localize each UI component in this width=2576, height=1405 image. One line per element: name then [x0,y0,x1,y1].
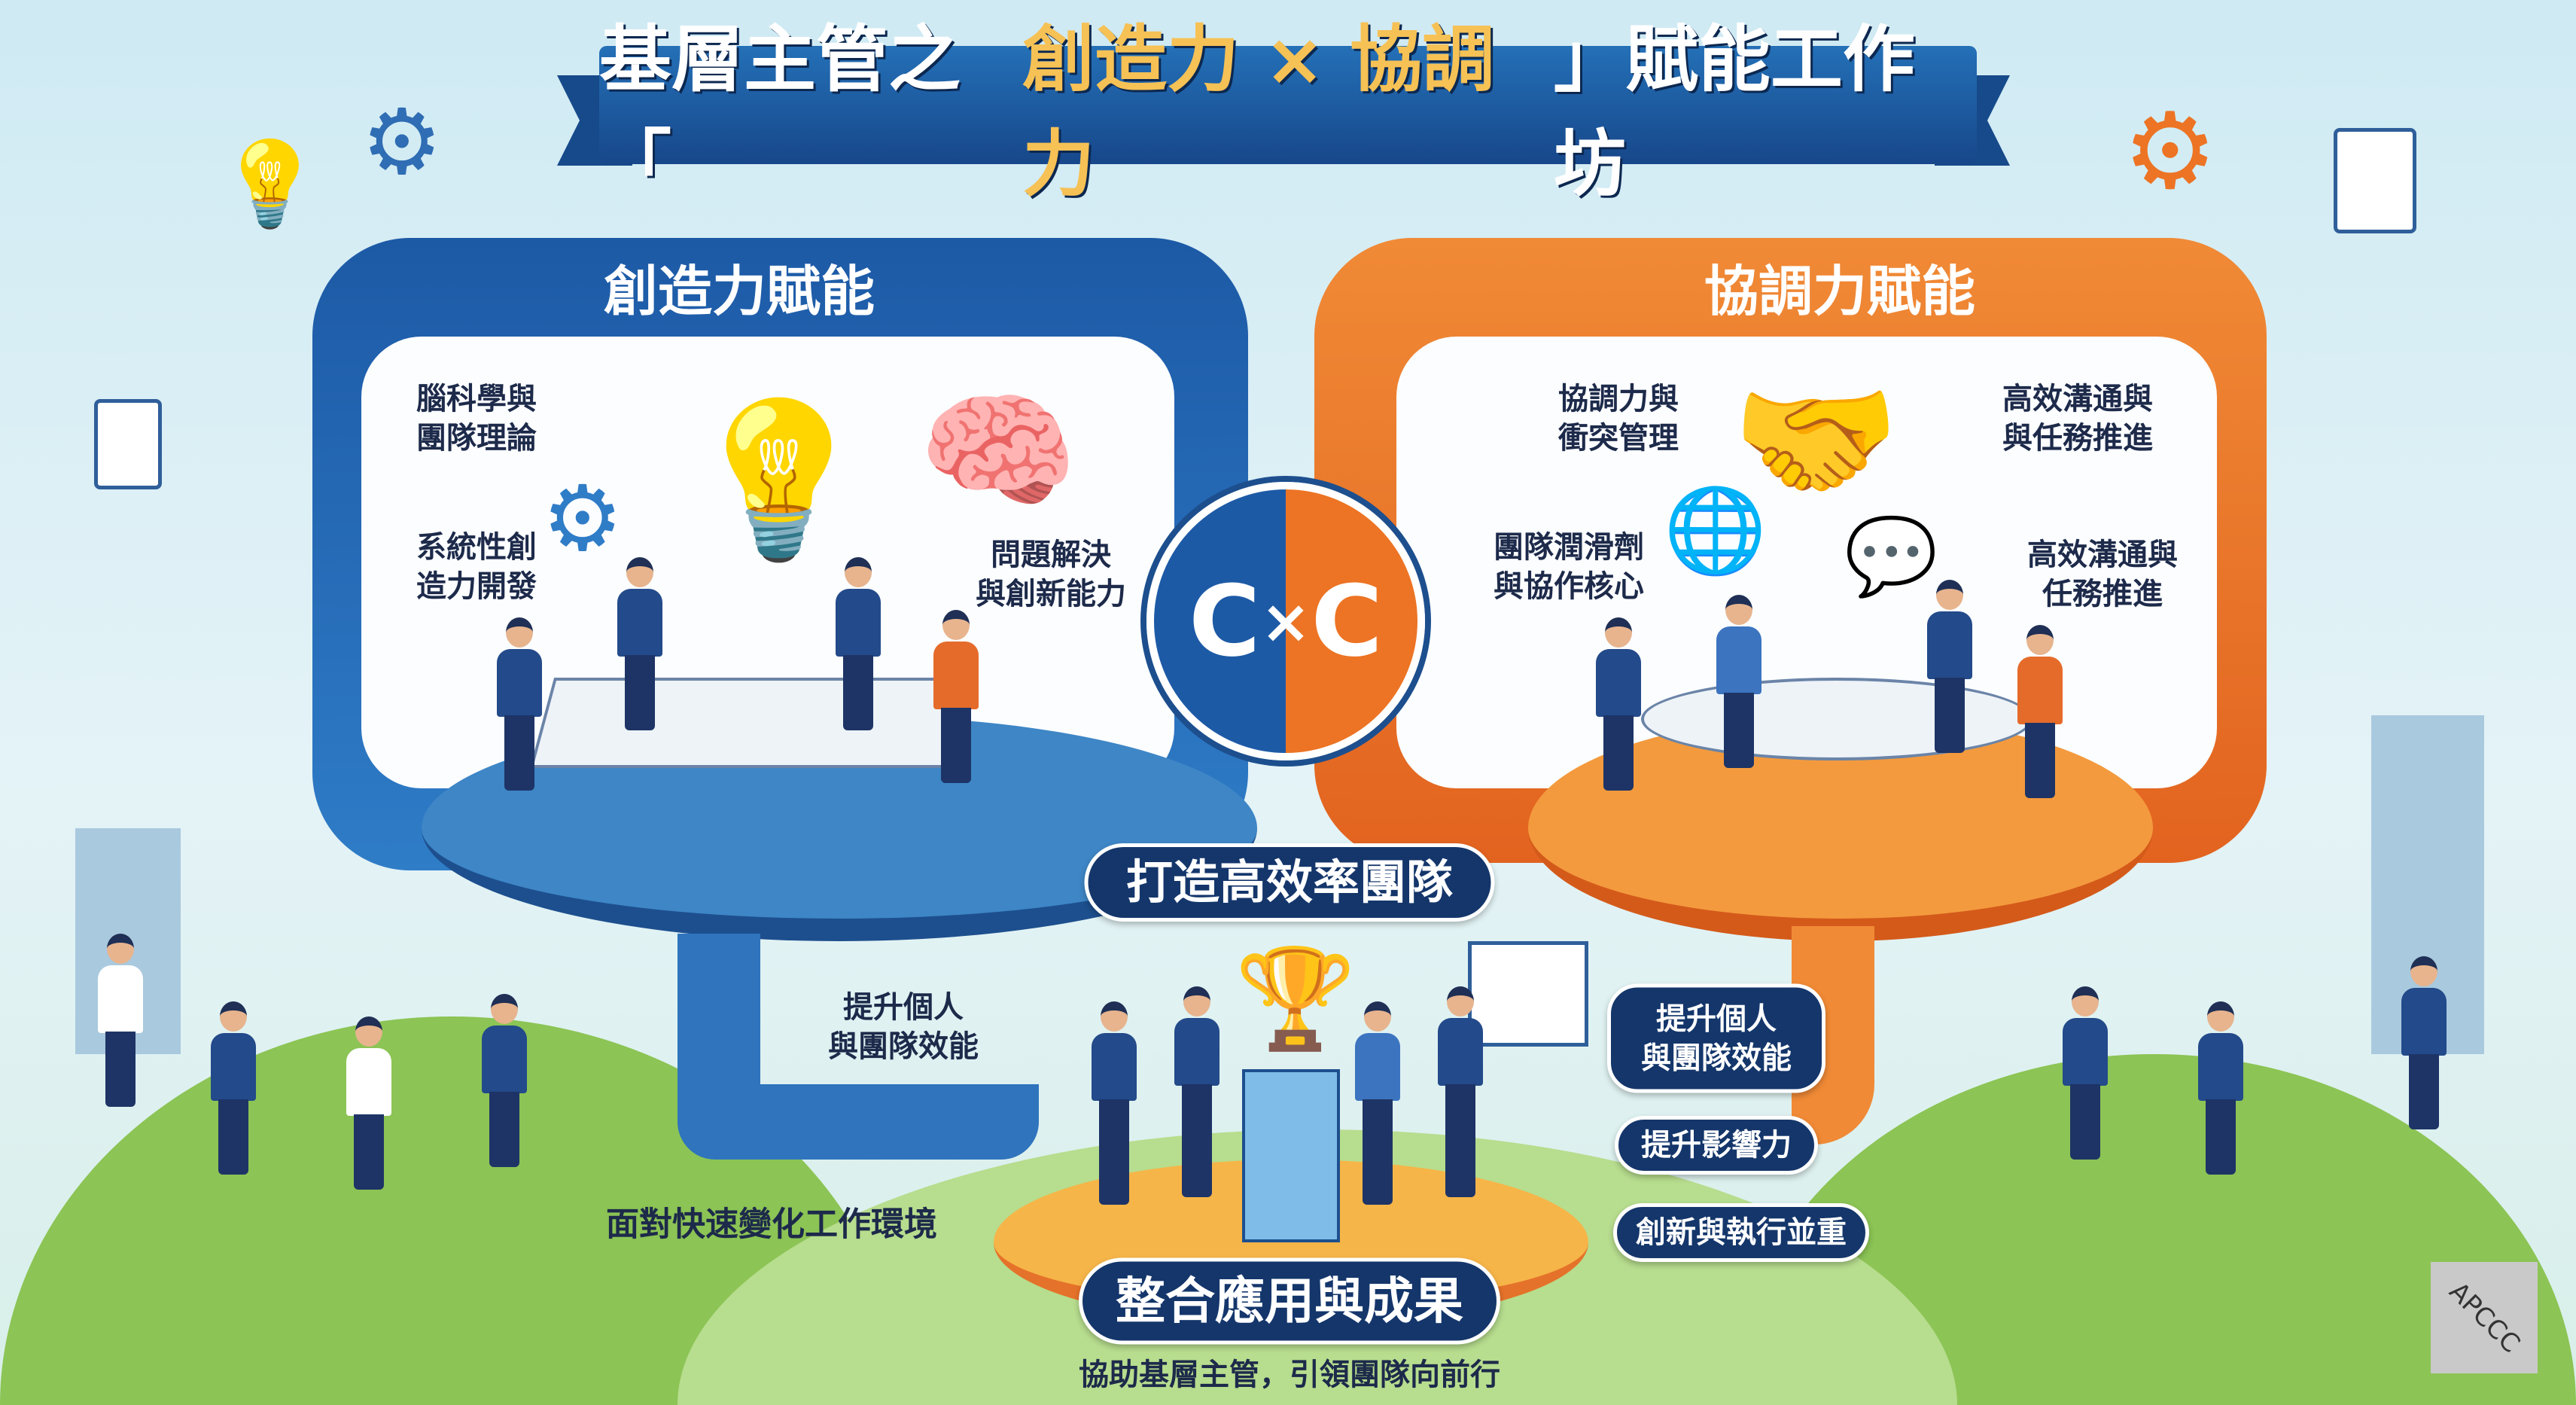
handshake-icon: 🤝 [1731,362,1901,520]
title-highlight: 創造力 × 協調力 [1022,17,1495,206]
result-pill: 整合應用與成果 [1079,1257,1500,1345]
title-suffix: 」賦能工作坊 [1553,17,1915,206]
person-figure [98,934,143,1107]
chat-bubble-icon: 💬 [1844,512,1938,600]
logo-times: × [1260,586,1311,657]
coordination-item: 高效溝通與 與任務推進 [2002,382,2153,456]
brain-icon: 🧠 [918,377,1078,526]
outcome-pill: 創新與執行並重 [1613,1203,1869,1262]
creativity-item: 系統性創 造力開發 [416,530,537,604]
person-figure [2063,986,2108,1160]
logo-c-left: C [1189,564,1261,678]
person-figure [1355,1001,1400,1205]
person-figure [211,1001,256,1175]
person-figure [2198,1001,2243,1175]
creativity-item: 問題解決 與創新能力 [976,538,1126,611]
tagline: 協助基層主管，引領團隊向前行 [1079,1358,1500,1392]
creativity-title: 創造力賦能 [603,260,875,324]
person-figure [617,557,662,730]
person-figure [497,617,542,791]
person-figure [1596,617,1641,791]
left-note: 提升個人 與團隊效能 [828,990,979,1064]
creativity-item: 腦科學與 團隊理論 [416,382,537,456]
person-figure [1927,580,1972,753]
watermark-badge: APCCC [2431,1262,2538,1373]
person-figure [933,610,979,783]
lightbulb-icon: 💡 [685,392,873,568]
watermark-text: APCCC [2443,1276,2526,1359]
team-pill: 打造高效率團隊 [1084,843,1495,922]
left-bottom-note: 面對快速變化工作環境 [606,1205,937,1244]
logo-c-right: C [1311,564,1383,678]
coordination-item: 協調力與 衝突管理 [1558,382,1679,456]
lightbulb-icon: 💡 [218,136,321,232]
person-figure [2401,956,2447,1129]
podium [1242,1069,1340,1242]
coordination-item: 高效溝通與 任務推進 [2027,538,2178,611]
coordination-title: 協調力賦能 [1704,260,1976,324]
person-figure [482,994,527,1167]
meeting-table [1641,678,2032,760]
person-figure [1092,1001,1137,1205]
outcome-pill: 提升個人 與團隊效能 [1607,983,1825,1093]
gear-icon: ⚙ [542,467,623,571]
meeting-table [529,678,976,768]
banner-title: 基層主管之「創造力 × 協調力」賦能工作坊 [599,17,1977,206]
cxc-logo: C×C [1146,482,1425,760]
person-figure [1438,986,1483,1197]
person-figure [346,1016,391,1190]
blue-flow-path [677,1084,1039,1160]
globe-chat-icon: 🌐 [1664,482,1767,578]
trophy-icon: 🏆 [1235,941,1357,1056]
person-figure [836,557,881,730]
outcome-pill: 提升影響力 [1615,1116,1818,1175]
document-icon [94,399,162,489]
gear-icon: ⚙ [2123,90,2218,213]
gear-icon: ⚙ [361,90,443,195]
chart-board-icon [1468,941,1588,1047]
coordination-item: 團隊潤滑劑 與協作核心 [1494,530,1644,604]
title-prefix: 基層主管之「 [599,17,961,206]
person-figure [1174,986,1219,1197]
person-figure [1716,595,1761,768]
document-icon [2334,128,2416,233]
person-figure [2017,625,2063,798]
